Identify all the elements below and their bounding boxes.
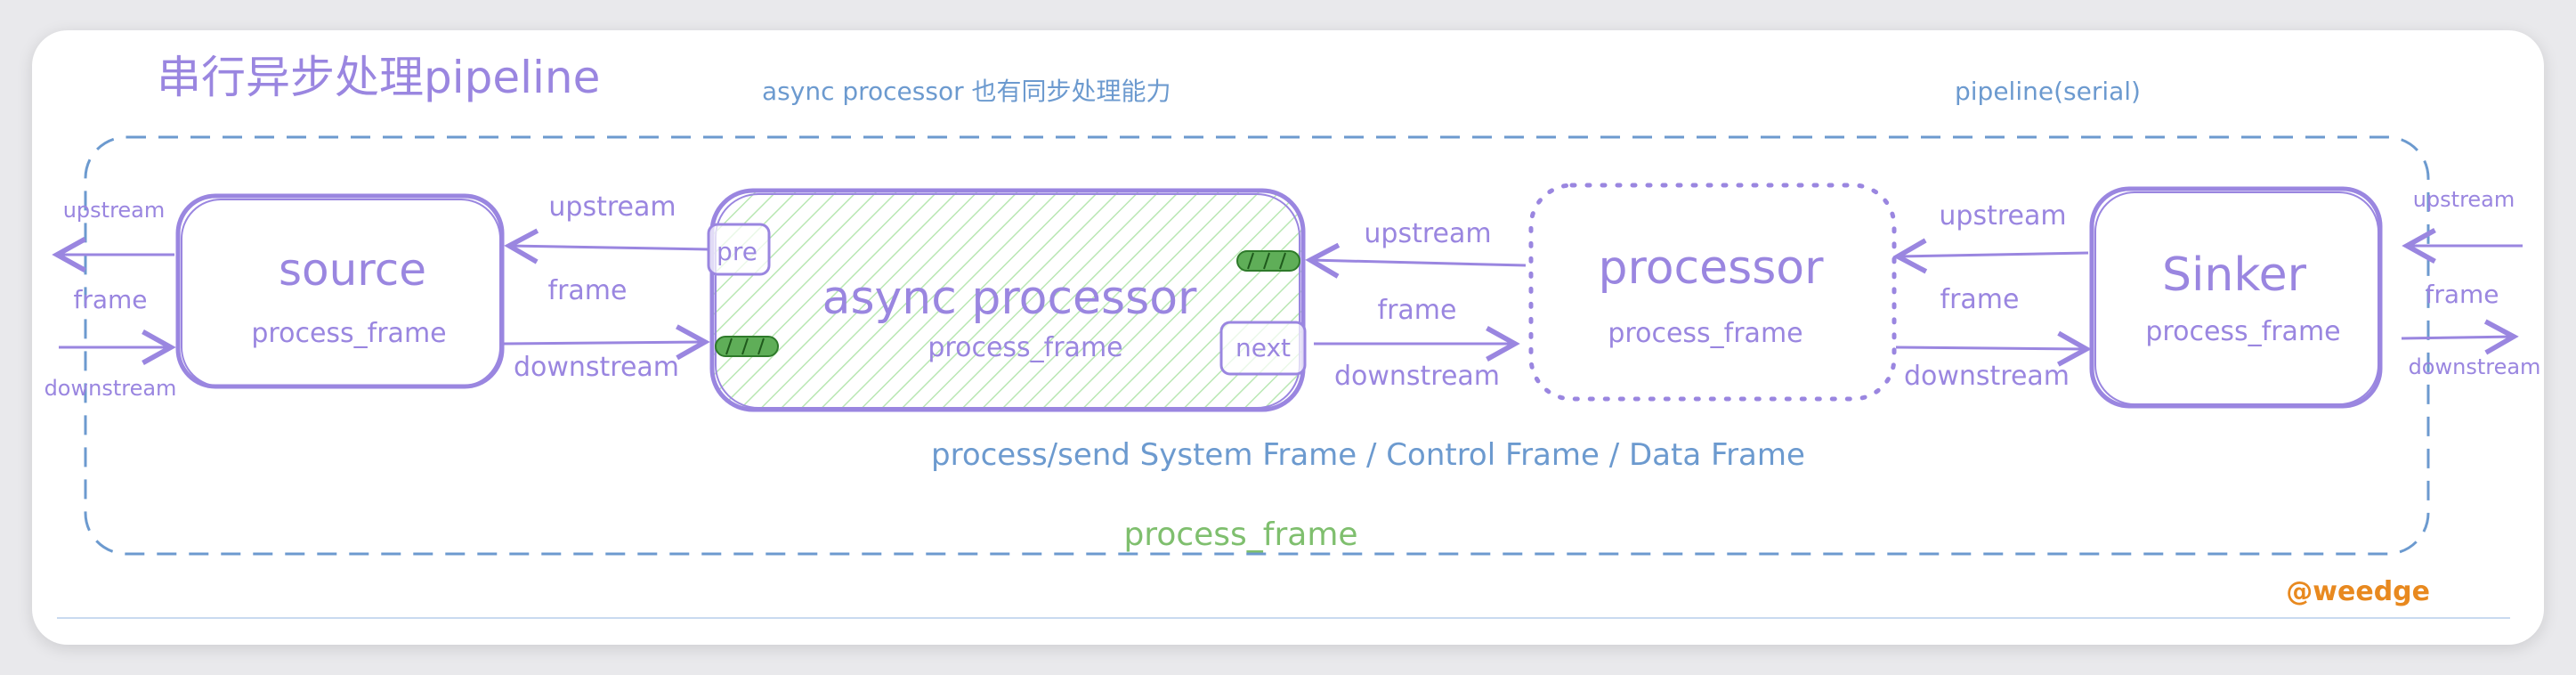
author-credit: @weedge: [2286, 576, 2430, 607]
label-downstream-2: downstream: [1334, 361, 1500, 392]
arrow-sinker-to-processor: [1892, 238, 2089, 274]
arrow-right-downstream-out: [2401, 319, 2519, 355]
label-downstream-1: downstream: [514, 352, 679, 383]
label-frame-left: frame: [73, 285, 147, 314]
async-processor-node[interactable]: async processor process_frame pre next: [707, 188, 1307, 412]
input-queue-icon: [715, 336, 779, 357]
arrow-source-to-async: [503, 324, 710, 361]
pipeline-serial-label: pipeline(serial): [1955, 77, 2141, 106]
sinker-node[interactable]: Sinker process_frame: [2089, 186, 2383, 409]
label-downstream-left: downstream: [45, 376, 177, 401]
async-processor-method: process_frame: [928, 332, 1122, 363]
page-title: 串行异步处理pipeline: [157, 52, 600, 103]
processor-method: process_frame: [1608, 318, 1802, 349]
next-port: [1219, 321, 1307, 376]
label-upstream-2: upstream: [1364, 218, 1491, 249]
label-upstream-3: upstream: [1939, 200, 2066, 232]
source-method: process_frame: [251, 318, 446, 349]
arrow-processor-to-async: [1305, 242, 1527, 279]
edge-labels: upstream frame downstream upstream frame…: [45, 187, 2541, 401]
arrow-processor-to-sinker: [1895, 330, 2092, 367]
label-upstream-left: upstream: [63, 198, 166, 223]
pre-label: pre: [717, 237, 757, 266]
source-node[interactable]: source process_frame: [175, 193, 505, 389]
process-frame-note: process_frame: [1123, 516, 1357, 553]
source-title: source: [279, 244, 426, 296]
frame-types-note: process/send System Frame / Control Fram…: [931, 437, 1805, 473]
sinker-method: process_frame: [2145, 316, 2340, 347]
label-frame-2: frame: [1378, 295, 1457, 326]
label-frame-3: frame: [1940, 284, 2020, 315]
sinker-title: Sinker: [2162, 248, 2307, 302]
processor-title: processor: [1598, 241, 1824, 295]
async-sync-note: async processor 也有同步处理能力: [762, 77, 1171, 106]
label-upstream-right: upstream: [2413, 187, 2515, 212]
label-upstream-1: upstream: [548, 191, 676, 223]
label-frame-1: frame: [548, 275, 628, 306]
next-label: next: [1235, 333, 1291, 362]
output-queue-icon: [1236, 250, 1300, 272]
arrows: [52, 228, 2523, 367]
label-frame-right: frame: [2425, 280, 2499, 309]
label-downstream-right: downstream: [2409, 354, 2541, 379]
pipeline-boundary: [84, 135, 2430, 556]
async-processor-title: async processor: [822, 272, 1197, 325]
label-downstream-3: downstream: [1904, 361, 2070, 392]
arrow-async-to-source: [504, 228, 709, 264]
processor-node[interactable]: processor process_frame: [1528, 183, 1897, 402]
